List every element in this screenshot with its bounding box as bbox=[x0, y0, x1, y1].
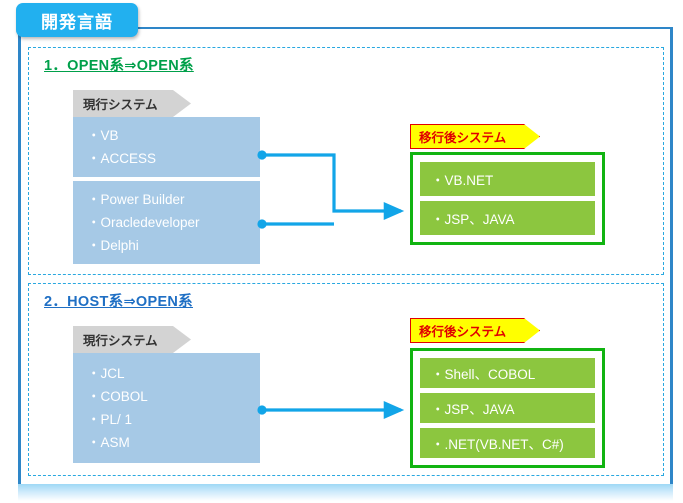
source-item: ・VB bbox=[87, 128, 119, 143]
source-item: ・Power Builder bbox=[87, 192, 185, 207]
target-box-1: ・VB.NET ・JSP、JAVA bbox=[410, 152, 605, 245]
source-item: ・Oracledeveloper bbox=[87, 215, 200, 230]
source-box-2a: ・JCL ・COBOL ・PL/ 1 ・ASM bbox=[73, 353, 260, 463]
section-panel-1 bbox=[28, 47, 664, 275]
source-system-banner-label-2: 現行システム bbox=[83, 334, 158, 348]
target-item: ・VB.NET bbox=[420, 162, 595, 196]
frame-bottom-glow bbox=[18, 484, 673, 501]
source-item: ・ASM bbox=[87, 435, 130, 450]
source-system-banner-1: 現行システム bbox=[73, 90, 191, 117]
target-system-banner-2: 移行後システム bbox=[410, 318, 540, 343]
source-system-banner-2: 現行システム bbox=[73, 326, 191, 353]
target-system-banner-label-1: 移行後システム bbox=[419, 131, 507, 145]
section-panel-2 bbox=[28, 283, 664, 476]
source-item: ・JCL bbox=[87, 366, 125, 381]
target-item: ・.NET(VB.NET、C#) bbox=[420, 428, 595, 458]
target-item: ・Shell、COBOL bbox=[420, 358, 595, 388]
title-tab-label: 開発言語 bbox=[41, 12, 113, 32]
target-box-2: ・Shell、COBOL ・JSP、JAVA ・.NET(VB.NET、C#) bbox=[410, 348, 605, 468]
source-box-1b: ・Power Builder ・Oracledeveloper ・Delphi bbox=[73, 181, 260, 264]
source-item: ・PL/ 1 bbox=[87, 412, 133, 427]
section-heading-2: 2．HOST系⇒OPEN系 bbox=[44, 294, 193, 310]
source-item: ・ACCESS bbox=[87, 151, 157, 166]
target-system-banner-label-2: 移行後システム bbox=[419, 325, 507, 339]
source-system-banner-label-1: 現行システム bbox=[83, 98, 158, 112]
source-item: ・COBOL bbox=[87, 389, 148, 404]
title-tab: 開発言語 bbox=[16, 3, 138, 37]
target-item: ・JSP、JAVA bbox=[420, 201, 595, 235]
target-system-banner-1: 移行後システム bbox=[410, 124, 540, 149]
source-item: ・Delphi bbox=[87, 238, 139, 253]
source-box-1a: ・VB ・ACCESS bbox=[73, 117, 260, 177]
target-item: ・JSP、JAVA bbox=[420, 393, 595, 423]
section-heading-1: 1．OPEN系⇒OPEN系 bbox=[44, 58, 194, 74]
